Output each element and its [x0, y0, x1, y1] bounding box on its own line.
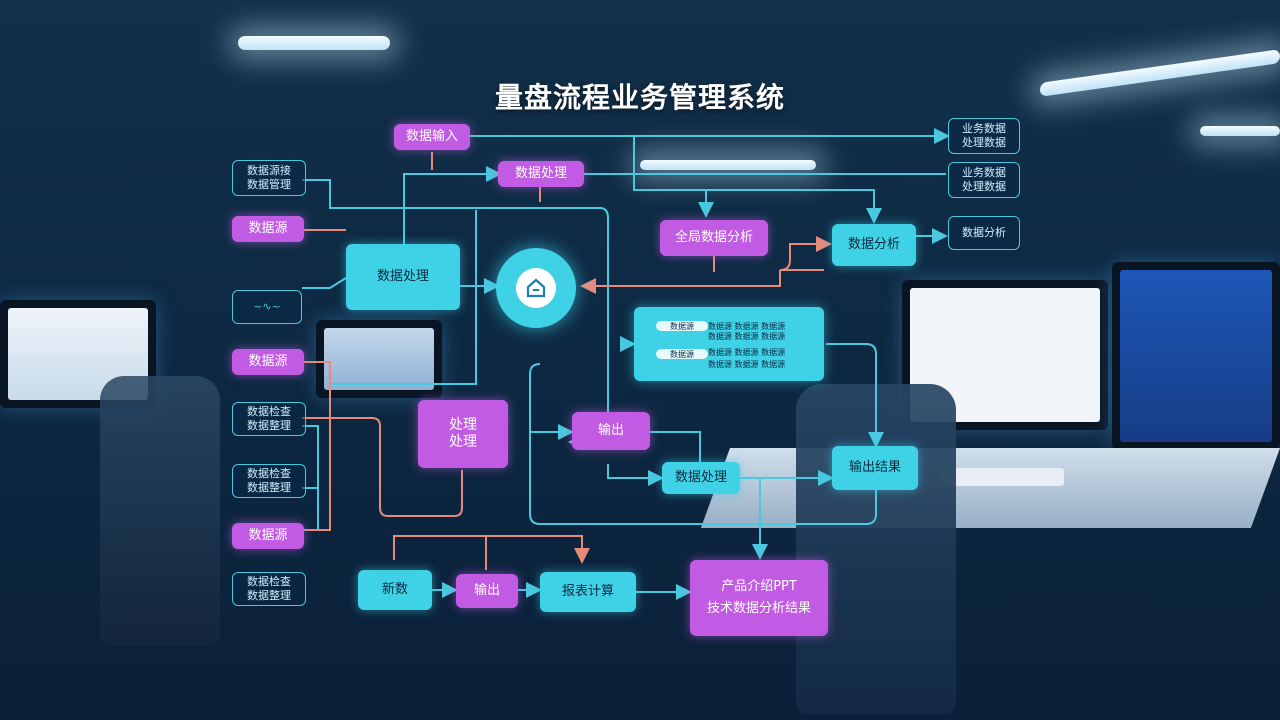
node-data-process[interactable]: 数据处理 [498, 161, 584, 187]
node-left-tag-2[interactable]: 数据源 [232, 349, 304, 375]
node-left-box-2[interactable]: 数据检查 数据整理 [232, 402, 306, 436]
node-mid-purple[interactable]: 全局数据分析 [660, 220, 768, 256]
hub-node[interactable] [496, 248, 576, 328]
node-result[interactable]: 输出结果 [832, 446, 918, 490]
node-left-waveform[interactable]: ~∿~ [232, 290, 302, 324]
right-monitor [1112, 262, 1280, 450]
node-analysis[interactable]: 数据分析 [832, 224, 916, 266]
node-right-top-1[interactable]: 业务数据 处理数据 [948, 118, 1020, 154]
node-step-1[interactable]: 新数 [358, 570, 432, 610]
node-center-block[interactable]: 数据处理 [346, 244, 460, 310]
node-data-input[interactable]: 数据输入 [394, 124, 470, 150]
node-output[interactable]: 输出 [572, 412, 650, 450]
panel-row: 数据源 数据源 数据源 [708, 332, 786, 341]
connector [650, 431, 701, 468]
node-step-2[interactable]: 输出 [456, 574, 518, 608]
panel-pill: 数据源 [656, 349, 708, 359]
ppt-line-2: 技术数据分析结果 [706, 601, 811, 616]
panel-row: 数据源 数据源 数据源 [708, 348, 786, 357]
waveform-icon: ~∿~ [253, 300, 281, 314]
node-data-mgmt[interactable]: 数据处理 [662, 462, 740, 494]
info-panel: 数据源 数据源 数据源 数据源 数据源 数据源 数据源 数据源 数据源 数据源 … [634, 307, 824, 381]
connector [302, 179, 609, 442]
home-icon [516, 268, 556, 308]
node-right-top-3[interactable]: 数据分析 [948, 216, 1020, 250]
ceiling-light [640, 160, 816, 170]
page-title: 量盘流程业务管理系统 [494, 81, 785, 114]
connector [403, 166, 502, 244]
connector [580, 270, 781, 294]
node-right-top-2[interactable]: 业务数据 处理数据 [948, 162, 1020, 198]
node-left-box-4[interactable]: 数据检查 数据整理 [232, 572, 306, 606]
connector [304, 361, 331, 531]
connector [330, 210, 477, 385]
node-ppt[interactable]: 产品介绍PPT 技术数据分析结果 [690, 560, 828, 636]
connector [826, 343, 884, 448]
panel-row: 数据源 数据源 数据源 [708, 360, 786, 369]
connector [706, 189, 882, 224]
node-step-3[interactable]: 报表计算 [540, 572, 636, 612]
panel-pill: 数据源 [656, 321, 708, 331]
ceiling-light [238, 36, 390, 50]
office-chair-left [100, 376, 220, 646]
node-left-box-1[interactable]: 数据源接 数据管理 [232, 160, 306, 196]
connector [302, 277, 347, 289]
node-left-tag-1[interactable]: 数据源 [232, 216, 304, 242]
keyboard [940, 468, 1064, 486]
connector [607, 464, 664, 486]
node-left-box-3[interactable]: 数据检查 数据整理 [232, 464, 306, 498]
ceiling-light [1200, 126, 1280, 136]
connector [393, 535, 590, 564]
connector [633, 136, 714, 218]
node-left-tag-3[interactable]: 数据源 [232, 523, 304, 549]
connector [529, 363, 877, 525]
connector [302, 417, 463, 517]
node-process[interactable]: 处理 处理 [418, 400, 508, 468]
panel-row: 数据源 数据源 数据源 [708, 322, 786, 331]
ppt-line-1: 产品介绍PPT [721, 578, 797, 594]
connector [779, 236, 832, 271]
